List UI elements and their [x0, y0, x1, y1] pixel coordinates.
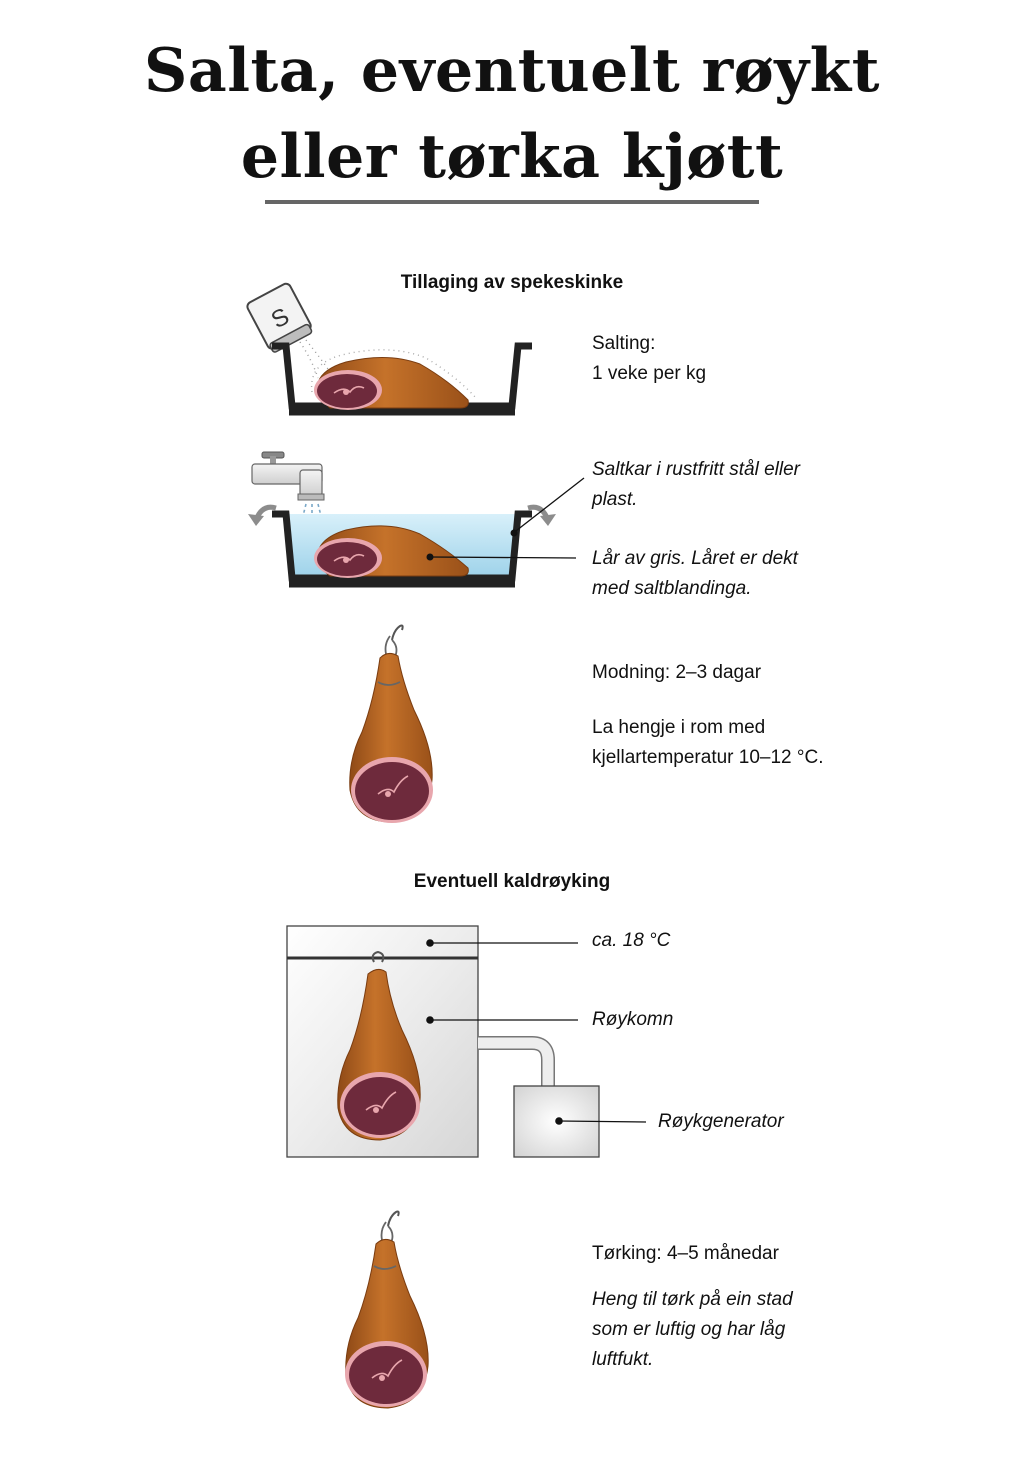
tank-label-line-2: plast. — [592, 489, 638, 510]
drying-title: Tørking: 4–5 månedar — [592, 1243, 779, 1264]
maturing-line-2: kjellartemperatur 10–12 °C. — [592, 747, 824, 768]
salting-label: Salting: — [592, 333, 656, 354]
drying-line-1: Heng til tørk på ein stad — [592, 1289, 793, 1310]
tank-label-line-1: Saltkar i rustfritt stål eller — [592, 459, 800, 480]
title-line-2: eller tørka kjøtt — [240, 122, 784, 192]
section-heading-smoking: Eventuell kaldrøyking — [413, 871, 611, 892]
drying-line-3: luftfukt. — [592, 1349, 654, 1370]
salting-illustration: S — [246, 282, 532, 416]
maturing-title: Modning: 2–3 dagar — [592, 662, 762, 683]
page-title: Salta, eventuelt røykt eller tørka kjøtt — [0, 28, 1024, 200]
title-line-1: Salta, eventuelt røykt — [144, 36, 880, 106]
drying-line-2: som er luftig og har låg — [592, 1319, 786, 1340]
hanging-ham-maturing — [349, 624, 433, 823]
ham-label-line-2: med saltblandinga. — [592, 578, 752, 599]
water-tap-icon — [251, 451, 325, 522]
title-underline — [265, 200, 759, 204]
salting-duration: 1 veke per kg — [592, 363, 707, 384]
smoke-generator-label: Røykgenerator — [658, 1111, 784, 1132]
hanging-ham-smoking — [337, 950, 421, 1141]
hanging-ham-drying — [345, 1210, 429, 1409]
brine-tank-illustration — [248, 451, 585, 588]
section-heading-preparation: Tillaging av spekeskinke — [400, 272, 624, 293]
ham-label-line-1: Lår av gris. Låret er dekt — [592, 548, 798, 569]
maturing-line-1: La hengje i rom med — [592, 717, 766, 738]
temperature-label: ca. 18 °C — [592, 930, 671, 951]
smoking-oven-label: Røykomn — [592, 1009, 674, 1030]
smoking-oven-illustration — [286, 925, 647, 1158]
